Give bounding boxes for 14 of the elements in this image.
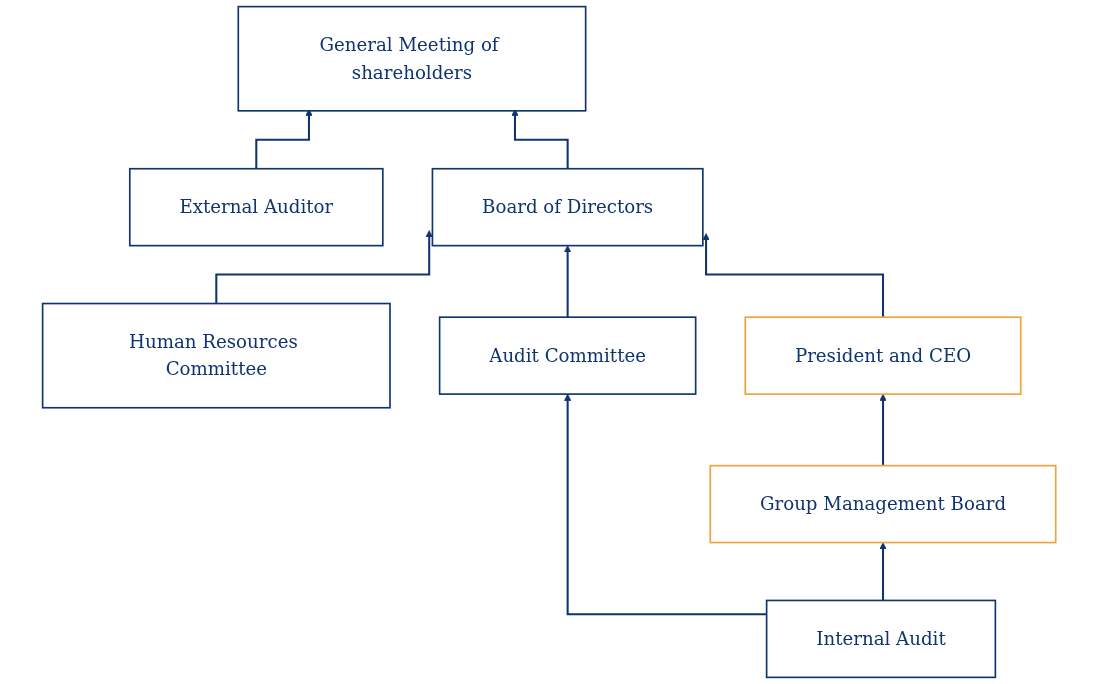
arrow bbox=[563, 245, 572, 319]
node-box: Internal Audit bbox=[765, 599, 997, 679]
node-box: Board of Directors bbox=[431, 167, 704, 247]
node-box: Group Management Board bbox=[709, 464, 1057, 544]
arrow bbox=[879, 542, 887, 602]
arrow bbox=[563, 393, 767, 616]
node-box: External Auditor bbox=[128, 167, 384, 247]
node-box: Audit Committee bbox=[438, 316, 697, 395]
arrow bbox=[879, 393, 887, 467]
node-box: General Meeting of shareholders bbox=[237, 5, 587, 112]
arrow bbox=[215, 230, 433, 305]
node-box: President and CEO bbox=[744, 316, 1022, 395]
node-box: Human Resources Committee bbox=[41, 302, 391, 409]
arrow bbox=[702, 233, 884, 319]
